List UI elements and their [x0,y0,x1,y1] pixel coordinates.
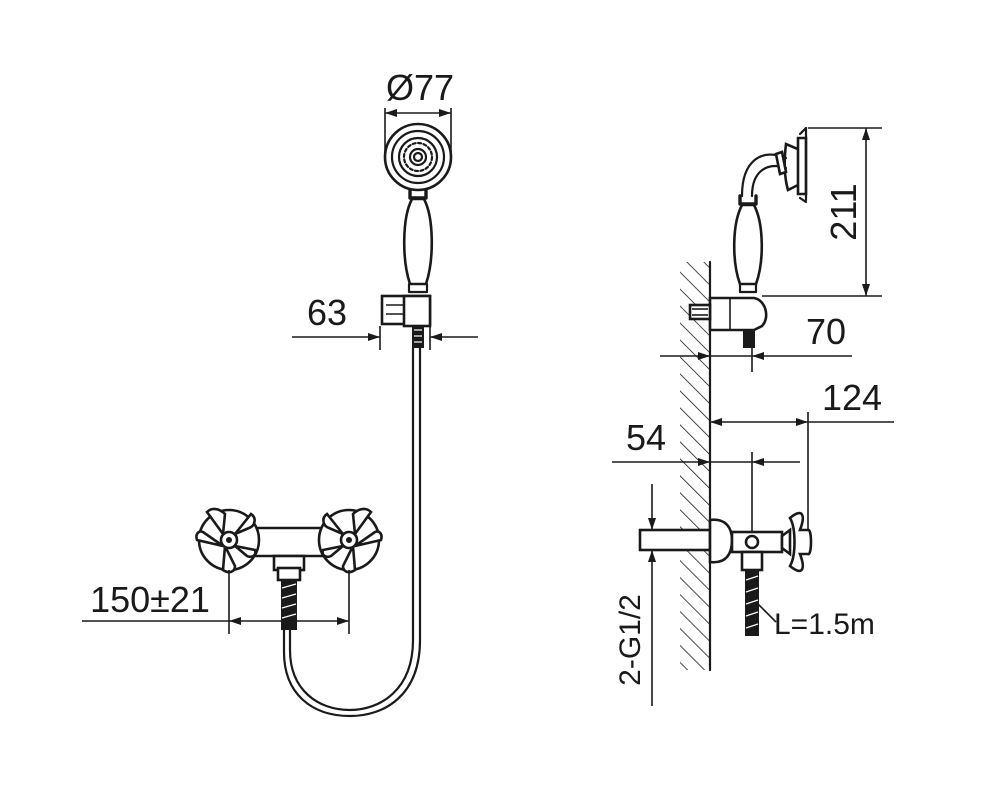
hand-shower-handle-side [732,194,764,294]
wall-hatch [680,262,710,670]
label-hose-length: L=1.5m [774,608,875,641]
shower-head-side [740,126,808,204]
dim-holder-width: 63 [292,292,478,350]
right-cross-handle [317,507,383,574]
front-view: Ø77 63 150±21 [82,67,478,718]
dim-shower-height: 211 [762,127,882,297]
wall-holder-side [688,296,768,348]
label-inlet-thread: 2-G1/2 [614,594,647,686]
left-cross-handle [195,507,261,574]
mixer-body-side [638,511,813,636]
label-handle-projection: 124 [822,377,882,418]
label-holder-projection: 70 [806,311,846,352]
label-shower-height: 211 [823,183,864,240]
label-holder-width: 63 [307,292,347,333]
dim-center-distance: 150±21 [82,570,350,634]
shower-head-front [383,122,453,192]
label-head-diameter: Ø77 [386,67,454,108]
dim-handle-projection: 124 [710,377,894,530]
label-body-projection: 54 [626,417,666,458]
callout-hose-length: L=1.5m [757,603,875,641]
wall-holder-front [380,294,432,348]
dim-body-projection: 54 [612,417,800,532]
dim-inlet-thread: 2-G1/2 [614,484,656,706]
dim-head-diameter: Ø77 [384,67,454,157]
dim-holder-projection: 70 [660,311,852,372]
label-center-distance: 150±21 [90,579,210,620]
hand-shower-handle-front [402,188,434,294]
side-view: 211 70 124 54 [612,126,894,706]
